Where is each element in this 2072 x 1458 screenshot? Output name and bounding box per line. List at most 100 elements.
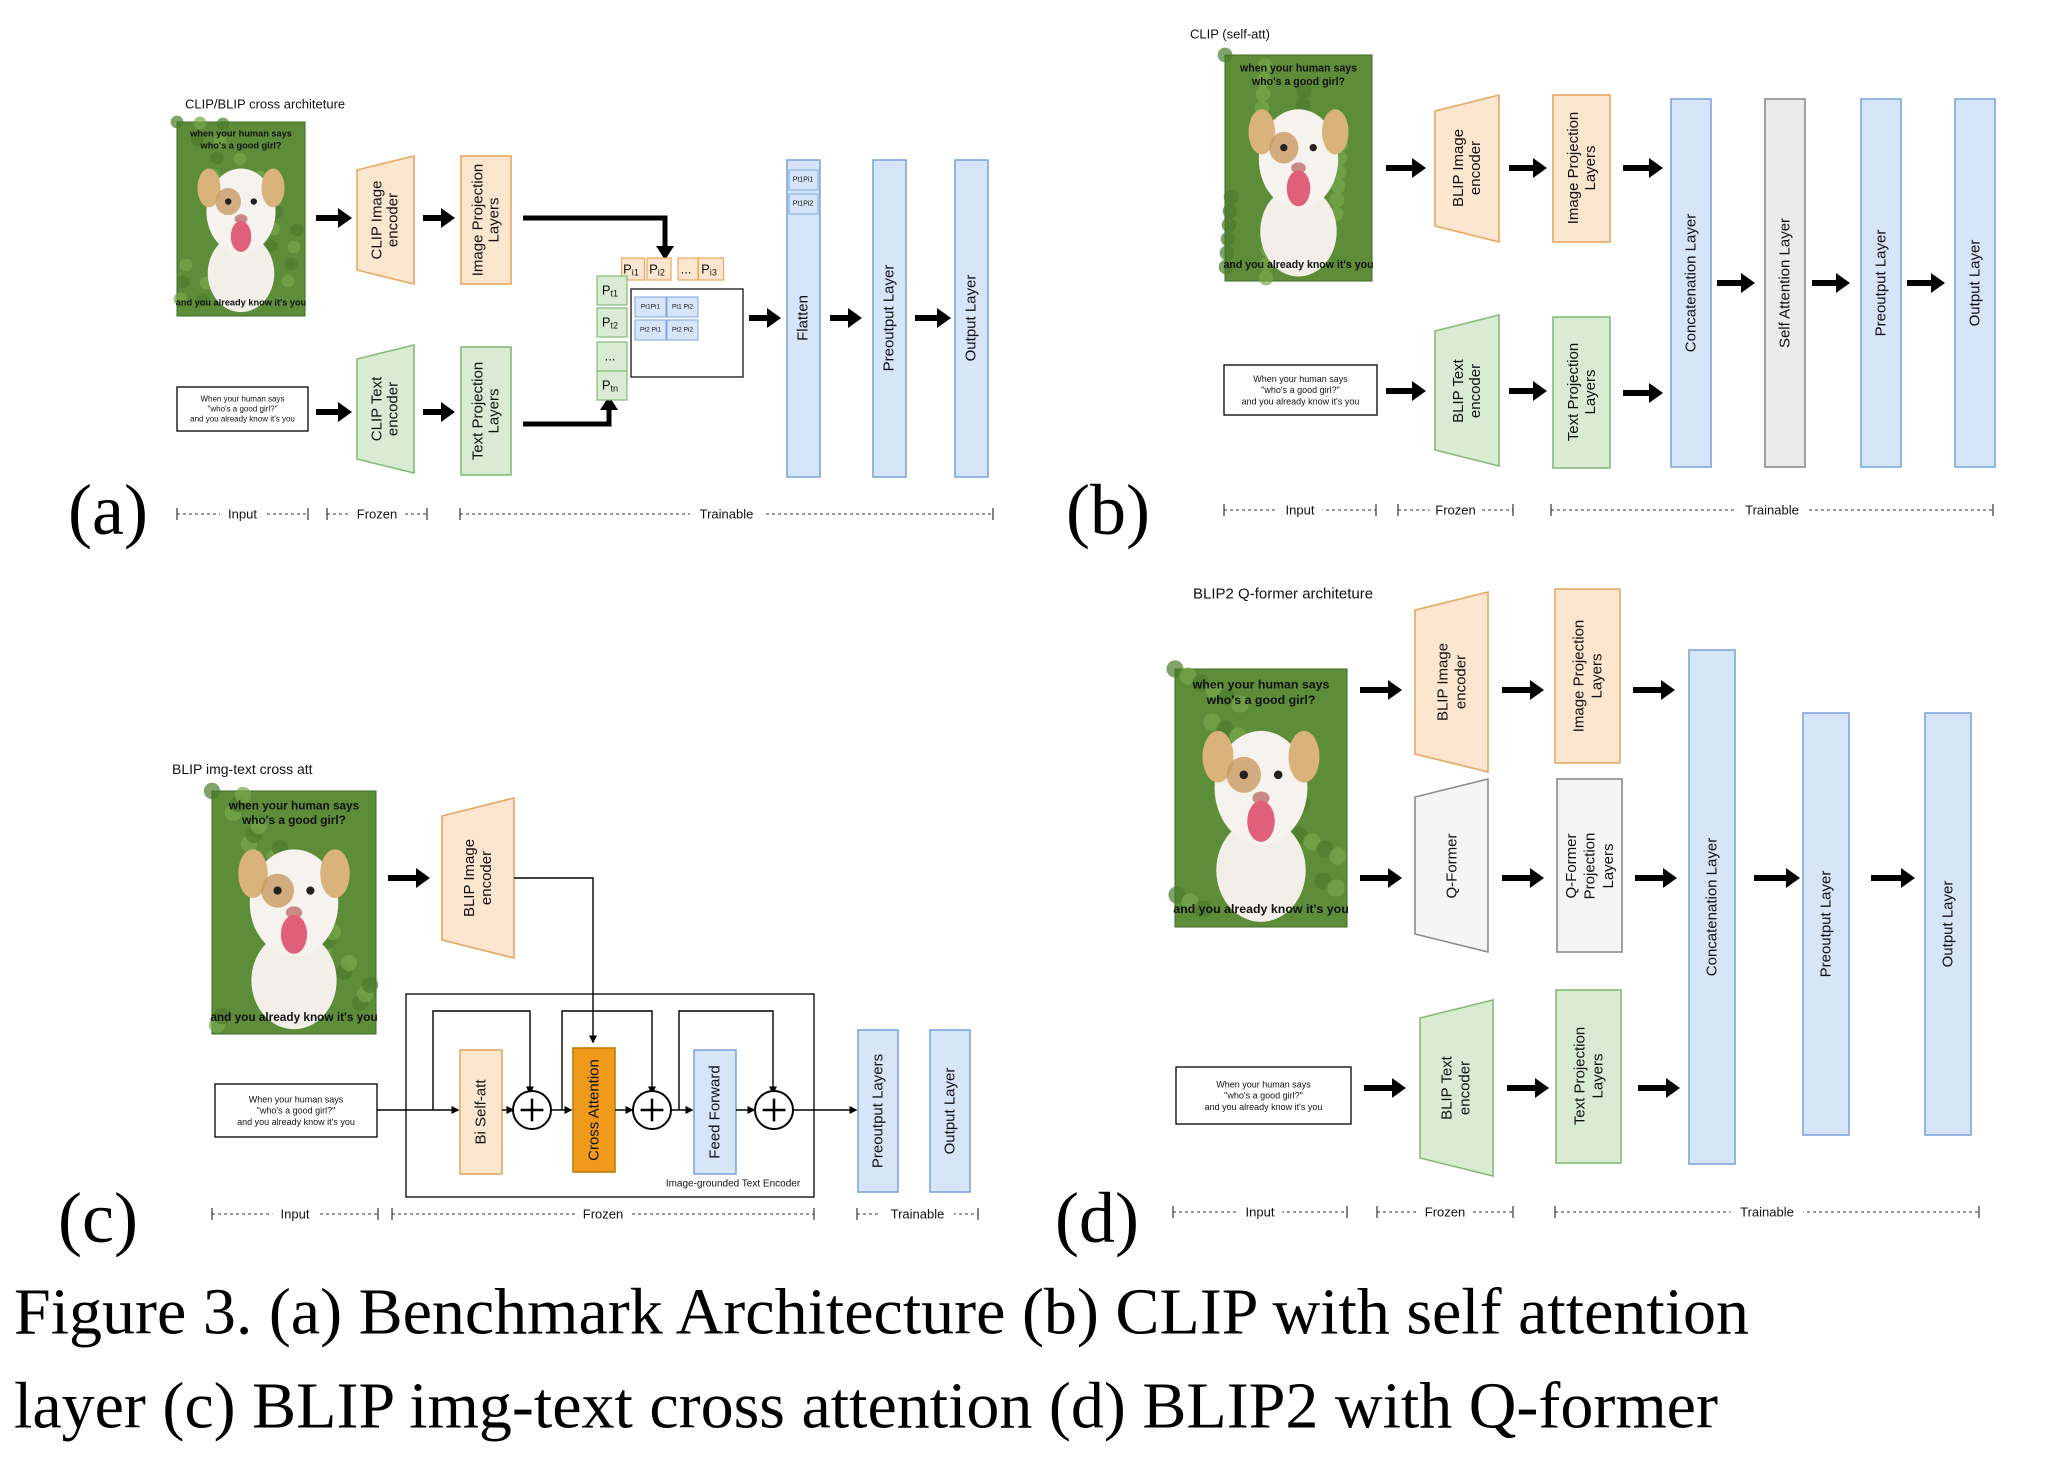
panel-c-cross-attention-label-line: Cross Attention <box>586 1059 603 1161</box>
leaf-shape <box>1329 192 1345 208</box>
dog-ear-right <box>261 168 285 208</box>
leaf-shape <box>1203 713 1221 731</box>
panel-d-preoutput-label-line: Preoutput Layer <box>1818 871 1835 978</box>
arrow-head <box>1786 868 1800 888</box>
text-input-line1: When your human says <box>1253 374 1348 384</box>
panel-c-bi-self-att-label-line: Bi Self-att <box>473 1079 490 1145</box>
dog-tongue <box>280 914 308 954</box>
arrow-d-1 <box>1754 868 1800 888</box>
text-input-line3: and you already know it's you <box>237 1117 355 1127</box>
leaf-shape <box>216 117 230 131</box>
ruler-label-bg <box>881 1205 954 1223</box>
panel-d-concat-label-line: Concatenation Layer <box>1704 838 1721 976</box>
matrix-cell-label: Pt2 Pi1 <box>640 327 661 334</box>
dog-body <box>207 234 275 313</box>
arrow-a-img-1 <box>316 208 352 228</box>
arrow-head <box>1741 273 1755 293</box>
arrow-b-2 <box>1812 273 1850 293</box>
matrix-cell <box>666 319 699 341</box>
leaf-shape <box>190 133 204 147</box>
panel-b-preoutput-label: Preoutput Layer <box>1873 230 1890 337</box>
arrow-b-1 <box>1717 273 1755 293</box>
panel-c-preoutput <box>857 1029 899 1193</box>
meme-top-line1: when your human says <box>228 799 360 813</box>
leaf-shape <box>1221 217 1237 233</box>
text-input-line2: "who's a good girl?" <box>208 405 278 414</box>
dog-tongue <box>1286 170 1311 207</box>
panel-c-feed-forward-label-line: Feed Forward <box>707 1065 724 1158</box>
arrow-head <box>1663 868 1677 888</box>
panel-d-text-encoder-label-line: BLIP Text <box>1438 1055 1455 1119</box>
arrow-head <box>1533 158 1547 178</box>
ruler-label-bg <box>272 1205 318 1223</box>
panel-c-output <box>929 1029 971 1193</box>
arrow-head <box>338 208 352 228</box>
arrow-c-img <box>388 868 430 888</box>
dog-eye-left <box>225 198 232 205</box>
arrow-head <box>1388 868 1402 888</box>
panel-c-image-encoder-label-line: BLIP Image <box>461 839 478 917</box>
row-cell <box>620 257 646 281</box>
ruler-label-bg <box>1419 1203 1471 1221</box>
panel-b-text-projection-label-line: Text Projection <box>1565 343 1582 441</box>
leaf-shape <box>173 292 187 306</box>
text-input-box: When your human says"who's a good girl?"… <box>176 386 309 432</box>
text-input-box: When your human says"who's a good girl?"… <box>1223 364 1378 416</box>
panel-b: CLIP (self-att)when your human sayswho's… <box>1066 27 1996 550</box>
ruler-label-bg <box>1730 1203 1804 1221</box>
panel-d-qformer-label-line: Q-Former <box>1444 834 1461 899</box>
panel-b-output-label-line: Output Layer <box>1967 240 1984 327</box>
dog-ear-right <box>320 849 350 898</box>
ruler-label-frozen: Frozen <box>1425 1205 1465 1220</box>
ruler-label-bg <box>1237 1203 1283 1221</box>
matrix-cell <box>634 296 667 318</box>
panel-d-image-encoder-label-line: BLIP Image <box>1434 643 1451 721</box>
arrow-d-img-2 <box>1502 680 1544 700</box>
panel-a-image-projection <box>460 155 512 285</box>
ruler-label-bg <box>1277 501 1323 519</box>
flatten-cell <box>788 193 819 215</box>
panel-d-text-encoder-label-line: encoder <box>1457 1061 1474 1115</box>
text-input-frame <box>1175 1066 1352 1125</box>
panel-b-text-encoder-label-line: encoder <box>1467 364 1484 418</box>
row-cell-label-subscript: i1 <box>632 267 639 277</box>
leaf-shape <box>213 1007 231 1025</box>
panel-a-text-encoder-label-line: CLIP Text <box>368 376 385 441</box>
panel-a-title: CLIP/BLIP cross architeture <box>185 97 345 112</box>
dog-nose <box>1291 162 1306 174</box>
leaf-shape <box>287 240 301 254</box>
matrix-cell-label: Pt1 Pi2 <box>672 304 693 311</box>
ruler-label-bg <box>1429 501 1482 519</box>
panel-a-text-encoder <box>356 343 415 475</box>
arrow-head <box>441 402 455 422</box>
panel-d-text-projection-label-line: Layers <box>1590 1053 1607 1098</box>
ruler-label-bg <box>1735 501 1809 519</box>
dog-eye-right <box>306 886 315 895</box>
text-input-box: When your human says"who's a good girl?"… <box>1175 1066 1352 1125</box>
panel-b-self-attention <box>1764 98 1806 468</box>
grounded-encoder-label: Image-grounded Text Encoder <box>666 1179 801 1190</box>
arrow-head <box>937 308 951 328</box>
leaf-shape <box>1327 879 1345 897</box>
flatten-cell-label: Pt1Pi2 <box>793 201 814 208</box>
arrow-head <box>1931 273 1945 293</box>
arrow-head <box>416 868 430 888</box>
meme-top-line2: who's a good girl? <box>1206 693 1316 707</box>
leaf-shape <box>1218 259 1234 275</box>
dog-tongue <box>1247 800 1275 842</box>
leaf-shape <box>1295 97 1311 113</box>
residual-2 <box>561 1010 656 1110</box>
panel-b-image-projection-label-line: Image Projection <box>1565 112 1582 225</box>
panel-b-image-projection <box>1552 94 1611 243</box>
ruler-label-input: Input <box>281 1207 310 1222</box>
row-cell-label-subscript: i2 <box>658 267 665 277</box>
